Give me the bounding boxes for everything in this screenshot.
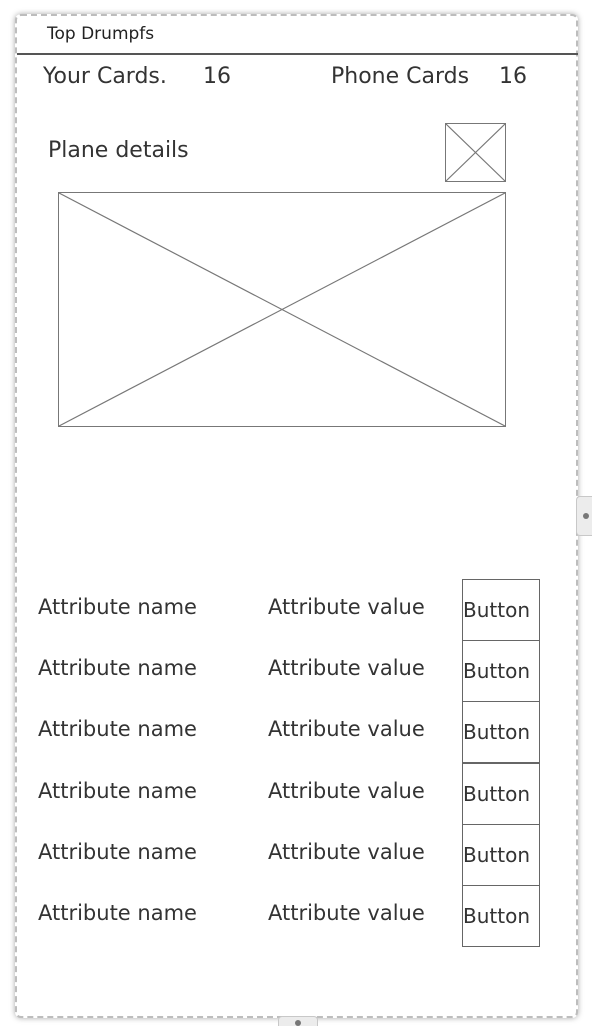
attribute-select-button[interactable]: Button — [462, 579, 540, 641]
attribute-value: Attribute value — [268, 840, 425, 864]
attribute-row: Attribute name Attribute value Button — [38, 579, 540, 641]
attribute-name: Attribute name — [38, 717, 197, 741]
plane-details-label: Plane details — [48, 138, 189, 163]
attribute-value: Attribute value — [268, 901, 425, 925]
phone-cards-label: Phone Cards — [331, 64, 470, 89]
attribute-select-button[interactable]: Button — [462, 640, 540, 702]
app-title: Top Drumpfs — [47, 24, 155, 44]
title-bar: Top Drumpfs — [17, 16, 578, 55]
attribute-select-button[interactable]: Button — [462, 701, 540, 763]
attribute-name: Attribute name — [38, 595, 197, 619]
attribute-value: Attribute value — [268, 779, 425, 803]
attribute-value: Attribute value — [268, 717, 425, 741]
attribute-row: Attribute name Attribute value Button — [38, 763, 540, 825]
attribute-row: Attribute name Attribute value Button — [38, 701, 540, 763]
attribute-row: Attribute name Attribute value Button — [38, 824, 540, 886]
small-image-placeholder — [445, 123, 506, 182]
attribute-select-button[interactable]: Button — [462, 885, 540, 947]
attribute-name: Attribute name — [38, 656, 197, 680]
attribute-value: Attribute value — [268, 595, 425, 619]
attribute-row: Attribute name Attribute value Button — [38, 640, 540, 702]
attribute-name: Attribute name — [38, 901, 197, 925]
phone-cards-count: 16 — [499, 64, 527, 89]
image-placeholder-icon — [446, 124, 505, 181]
attribute-name: Attribute name — [38, 779, 197, 803]
attribute-name: Attribute name — [38, 840, 197, 864]
image-placeholder-icon — [59, 193, 505, 426]
attribute-value: Attribute value — [268, 656, 425, 680]
plane-image-placeholder — [58, 192, 506, 427]
attribute-row: Attribute name Attribute value Button — [38, 885, 540, 947]
resize-handle-bottom[interactable] — [278, 1016, 318, 1026]
resize-handle-right[interactable] — [576, 496, 592, 536]
attribute-select-button[interactable]: Button — [462, 824, 540, 886]
your-cards-label: Your Cards. — [43, 64, 167, 89]
your-cards-count: 16 — [203, 64, 231, 89]
attribute-select-button[interactable]: Button — [462, 763, 540, 825]
